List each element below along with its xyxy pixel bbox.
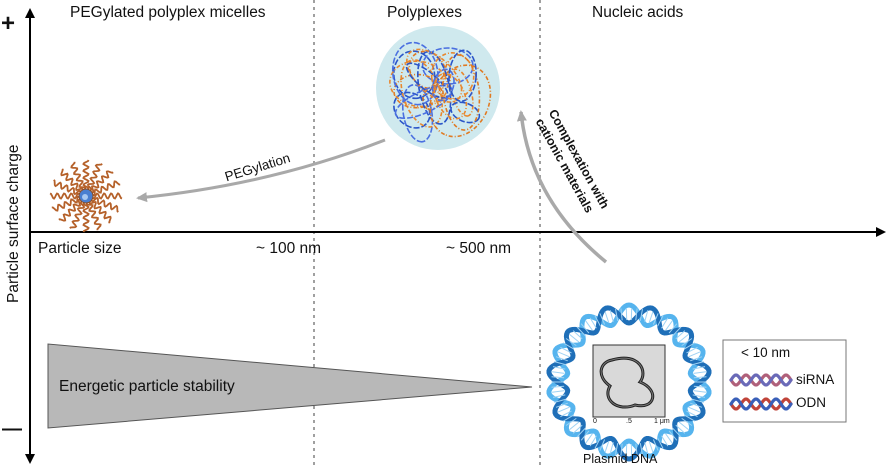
micelle-illustration bbox=[49, 159, 123, 233]
y-axis-plus: + bbox=[1, 10, 16, 37]
afm-scale-half: .5 bbox=[626, 418, 632, 425]
legend-sirna: siRNA bbox=[796, 372, 835, 387]
odn-icon bbox=[729, 397, 793, 411]
tick-100nm: ~ 100 nm bbox=[256, 240, 322, 257]
legend-odn: ODN bbox=[796, 395, 826, 410]
x-axis-label: Particle size bbox=[38, 240, 122, 257]
stability-triangle bbox=[47, 343, 533, 429]
plasmid-dna-illustration bbox=[546, 302, 712, 462]
column-header-polyplexes: Polyplexes bbox=[387, 4, 462, 21]
column-header-pegylated: PEGylated polyplex micelles bbox=[70, 4, 266, 21]
polyplex-illustration bbox=[376, 26, 500, 150]
column-header-nucleic: Nucleic acids bbox=[592, 4, 684, 21]
y-axis-minus: — bbox=[2, 418, 22, 440]
afm-scale-1um: 1 μm bbox=[654, 418, 670, 425]
y-axis-label: Particle surface charge bbox=[5, 144, 22, 303]
afm-scale-0: 0 bbox=[593, 418, 597, 425]
tick-500nm: ~ 500 nm bbox=[446, 240, 512, 257]
stability-label: Energetic particle stability bbox=[59, 378, 235, 395]
complexation-arrow bbox=[516, 110, 608, 264]
pegylation-arrow bbox=[136, 138, 386, 203]
sirna-icon bbox=[729, 373, 793, 387]
legend-size: < 10 nm bbox=[741, 345, 791, 360]
plasmid-label: Plasmid DNA bbox=[583, 452, 658, 466]
